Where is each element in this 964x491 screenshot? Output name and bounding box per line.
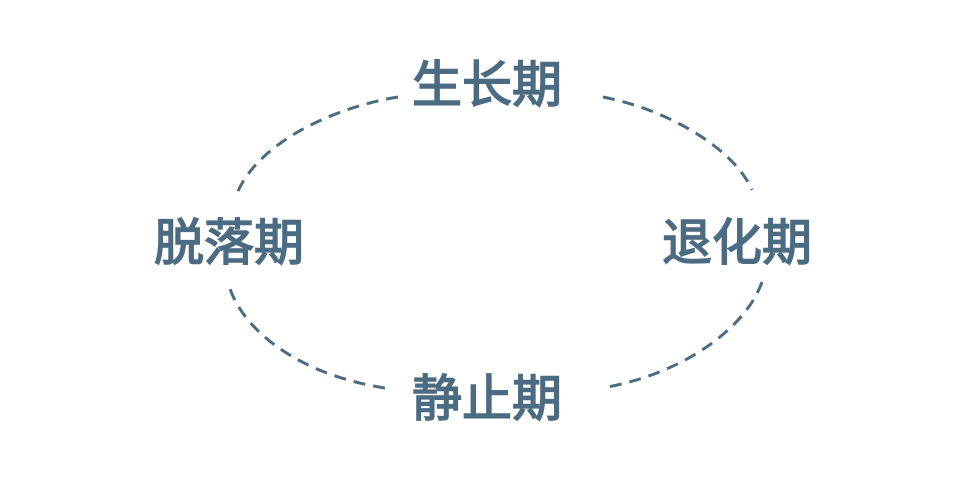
arc-bottom-left <box>226 281 386 390</box>
arc-bottom-right <box>601 281 764 390</box>
stage-label-growth: 生长期 <box>412 56 562 114</box>
stage-label-resting: 静止期 <box>412 370 562 428</box>
stage-label-shedding: 脱落期 <box>154 214 304 272</box>
arc-top-left <box>234 95 399 197</box>
stage-label-regression: 退化期 <box>662 214 812 272</box>
arc-top-right <box>602 95 754 191</box>
